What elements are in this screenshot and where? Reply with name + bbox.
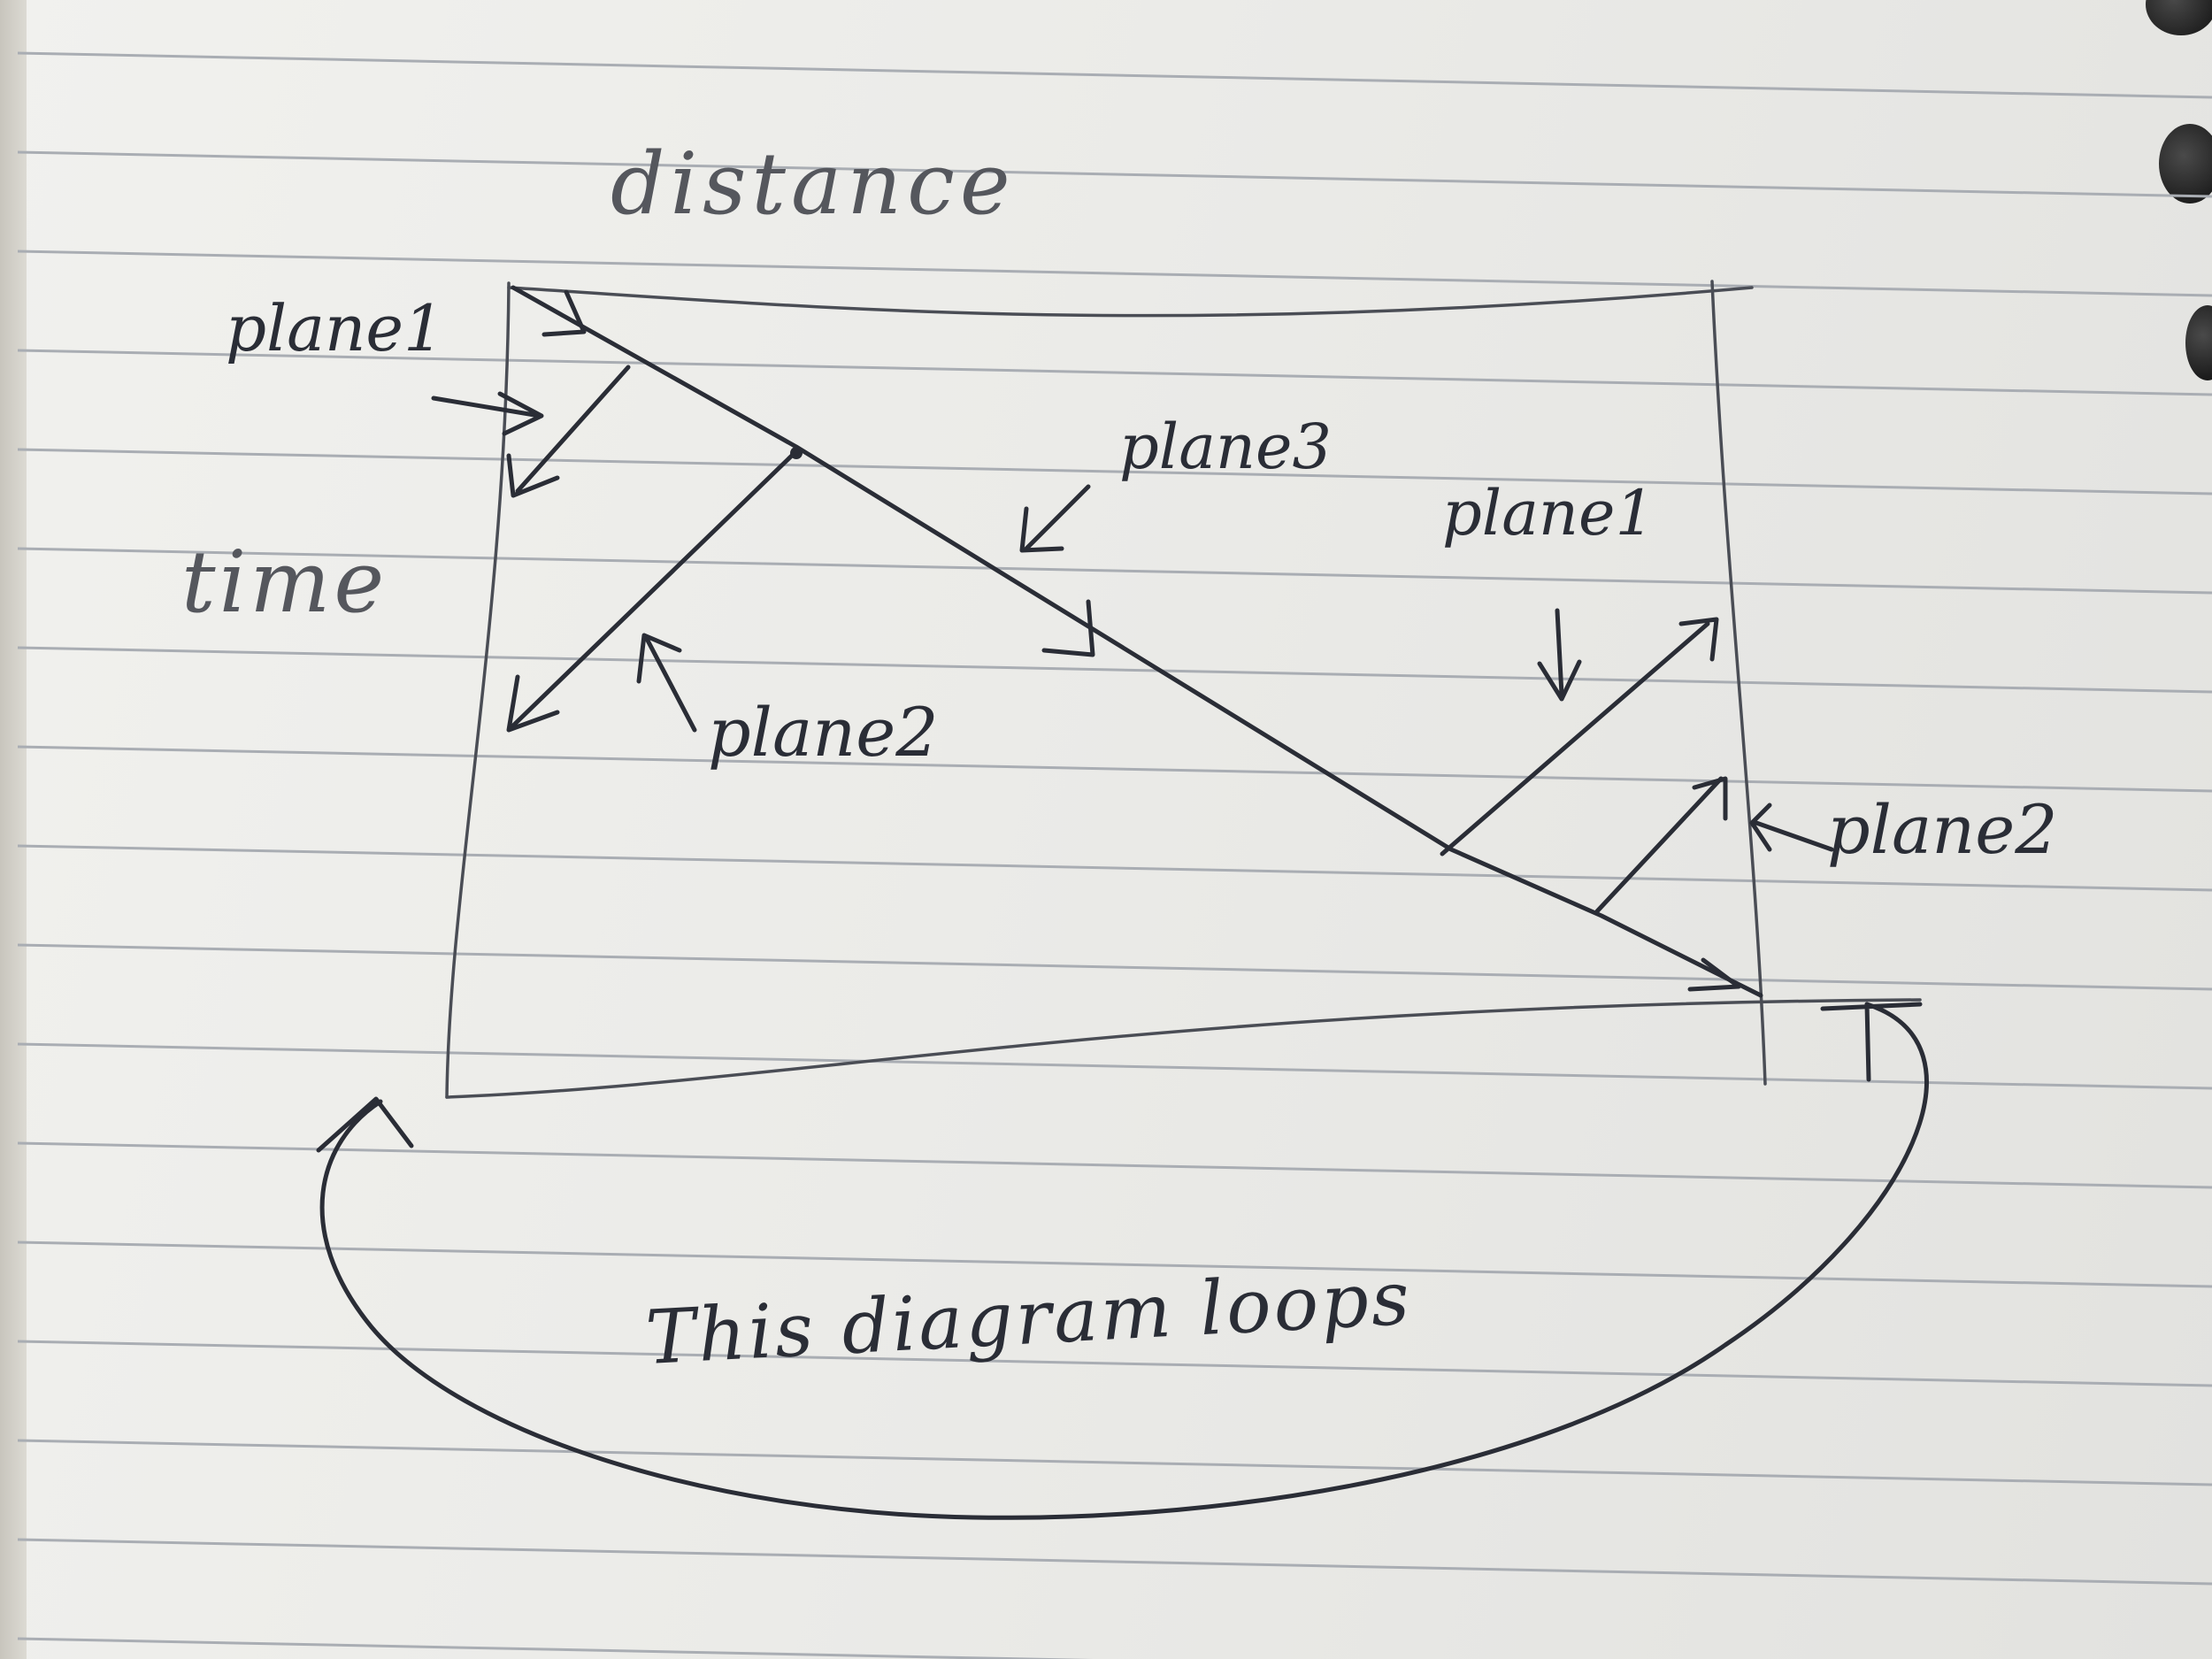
pointer-arrowhead — [636, 633, 682, 684]
label-plane2-right: plane2 — [1827, 790, 2058, 869]
label-plane2-left: plane2 — [708, 693, 939, 772]
plane3-arrowhead-mid — [1041, 599, 1095, 657]
pointer-arrowhead — [1537, 659, 1582, 702]
box-top-edge — [507, 286, 1754, 318]
plane3-worldline — [511, 285, 1763, 998]
plane2-right-arrowhead — [1692, 776, 1728, 821]
box-left-edge — [445, 281, 511, 1099]
pointer-arrow — [1555, 608, 1564, 697]
pointer-arrowhead — [1019, 506, 1064, 553]
plane1-right-arrowhead — [1678, 617, 1719, 662]
pointer-arrow — [643, 634, 697, 733]
loop-arrowhead-left — [316, 1096, 414, 1153]
plane2-left-arrowhead — [506, 674, 560, 733]
plane3-arrowhead-bottom — [1687, 957, 1741, 992]
axis-label-distance: distance — [611, 134, 1016, 234]
plane1-right-worldline — [1440, 621, 1710, 856]
binder-ring — [2159, 124, 2212, 204]
plane2-right-worldline — [1594, 776, 1724, 914]
pointer-arrow — [1024, 484, 1091, 551]
label-plane1-left: plane1 — [226, 291, 444, 365]
label-plane1-right: plane1 — [1442, 477, 1655, 549]
loop-arrow — [319, 1002, 1929, 1520]
loop-arrowhead-right — [1820, 1002, 1923, 1082]
plane1-left-arrowhead — [506, 453, 560, 498]
box-bottom-edge — [445, 998, 1922, 1099]
pointer-arrowhead — [497, 391, 544, 436]
plane3-arrowhead-top — [541, 289, 587, 337]
event-dot — [790, 447, 803, 459]
label-plane3: plane3 — [1119, 411, 1332, 483]
paper-edge — [0, 0, 27, 1659]
pointer-arrowhead — [1749, 803, 1772, 852]
pointer-arrow — [431, 396, 542, 419]
pointer-arrow — [1754, 820, 1834, 852]
box-right-edge — [1710, 280, 1767, 1086]
plane1-left-worldline — [515, 365, 631, 494]
plane2-left-worldline — [511, 449, 799, 728]
axis-label-time: time — [181, 533, 388, 632]
